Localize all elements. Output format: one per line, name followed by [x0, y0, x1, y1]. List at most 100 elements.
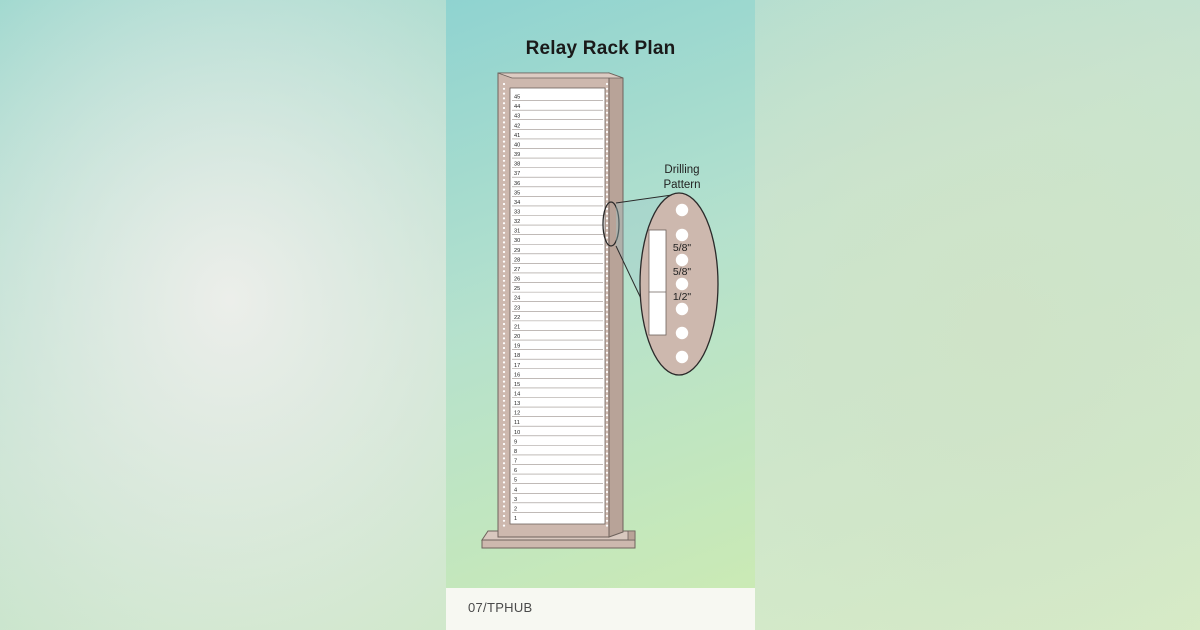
rail-hole: [502, 284, 506, 287]
rack-unit-number: 39: [514, 152, 520, 158]
rack-unit-number: 42: [514, 123, 520, 129]
rail-hole: [605, 102, 609, 105]
rack-unit-number: 36: [514, 181, 520, 187]
rail-hole: [502, 351, 506, 354]
rack-top-edge: [497, 72, 624, 79]
rack-unit-number: 33: [514, 210, 520, 216]
rail-hole: [605, 433, 609, 436]
rack-unit-number: 4: [514, 487, 517, 493]
rail-hole: [502, 466, 506, 470]
rail-hole: [502, 361, 506, 364]
rack-unit-number: 21: [514, 324, 520, 330]
rack-unit-number: 34: [514, 200, 520, 206]
rail-hole: [502, 399, 506, 402]
rail-hole: [605, 351, 609, 354]
rail-hole: [502, 241, 506, 244]
rack-unit-number: 19: [514, 344, 520, 350]
rail-hole: [605, 193, 609, 196]
rail-hole: [502, 135, 506, 138]
rack-unit-rules: 4544434241403938373635343332313029282726…: [512, 95, 603, 522]
rail-hole: [502, 274, 506, 278]
rail-hole: [605, 150, 609, 153]
rail-hole: [605, 385, 609, 388]
rail-hole: [502, 481, 506, 484]
pattern-hole: [675, 326, 689, 340]
spacing-label-1: 5/8": [673, 242, 692, 254]
rail-hole: [502, 462, 506, 465]
rail-hole: [502, 231, 506, 234]
rail-hole: [502, 150, 506, 153]
rail-hole: [605, 279, 609, 282]
rail-hole: [605, 490, 609, 494]
rail-hole: [605, 174, 609, 177]
rail-hole: [502, 130, 506, 134]
rail-hole: [502, 510, 506, 513]
rail-hole: [502, 500, 506, 503]
rack-unit-number: 28: [514, 257, 520, 263]
rail-hole: [502, 140, 506, 143]
rail-hole: [605, 356, 609, 359]
rail-hole: [605, 169, 609, 172]
rail-hole: [605, 226, 609, 230]
rail-hole: [605, 154, 609, 158]
rail-hole: [605, 188, 609, 191]
rail-hole: [502, 471, 506, 474]
rail-hole: [502, 394, 506, 398]
rail-hole: [605, 183, 609, 186]
rail-hole: [502, 174, 506, 177]
rail-hole: [605, 135, 609, 138]
rail-hole: [502, 169, 506, 172]
rail-hole: [502, 294, 506, 297]
rail-hole: [605, 130, 609, 134]
rail-hole: [502, 313, 506, 316]
rail-hole: [605, 486, 609, 489]
drilling-pattern-detail: [639, 192, 719, 376]
rail-hole: [502, 433, 506, 436]
rack-unit-number: 2: [514, 506, 517, 512]
left-rail-holes: [502, 82, 506, 527]
rack-unit-number: 13: [514, 401, 520, 407]
rack-unit-number: 37: [514, 171, 520, 177]
rack-unit-number: 11: [514, 420, 520, 426]
rail-hole: [605, 442, 609, 446]
rail-hole: [605, 97, 609, 100]
rail-hole: [605, 140, 609, 143]
rack-unit-number: 8: [514, 449, 517, 455]
rail-hole: [605, 260, 609, 263]
rail-hole: [605, 87, 609, 90]
rail-hole: [502, 116, 506, 119]
rail-hole: [605, 145, 609, 148]
pattern-holes: [675, 203, 689, 364]
rail-hole: [605, 346, 609, 350]
rail-hole: [605, 236, 609, 239]
rack-unit-number: 29: [514, 248, 520, 254]
rail-hole: [502, 366, 506, 369]
rail-hole: [502, 97, 506, 100]
rail-hole: [605, 274, 609, 278]
pattern-hole: [675, 277, 689, 291]
rail-hole: [605, 476, 609, 479]
rack-unit-number: 12: [514, 411, 520, 417]
rail-hole: [502, 390, 506, 393]
rail-hole: [605, 327, 609, 330]
rail-hole: [605, 447, 609, 450]
rack-side-panel: [608, 72, 624, 538]
spacing-label-3: 1/2": [673, 291, 692, 303]
rack-unit-number: 24: [514, 296, 520, 302]
rail-hole: [502, 490, 506, 494]
rail-hole: [502, 159, 506, 162]
rail-hole: [605, 519, 609, 522]
rail-hole: [605, 111, 609, 114]
rack-unit-number: 7: [514, 459, 517, 465]
rail-hole: [502, 226, 506, 230]
rail-hole: [502, 385, 506, 388]
rail-hole: [502, 270, 506, 273]
rail-hole: [605, 207, 609, 210]
rail-hole: [502, 222, 506, 225]
rail-hole: [502, 308, 506, 311]
rack-unit-number: 43: [514, 114, 520, 120]
rail-hole: [605, 164, 609, 167]
rail-hole: [605, 212, 609, 215]
rack-unit-number: 15: [514, 382, 520, 388]
diagram-title: Relay Rack Plan: [525, 38, 676, 59]
